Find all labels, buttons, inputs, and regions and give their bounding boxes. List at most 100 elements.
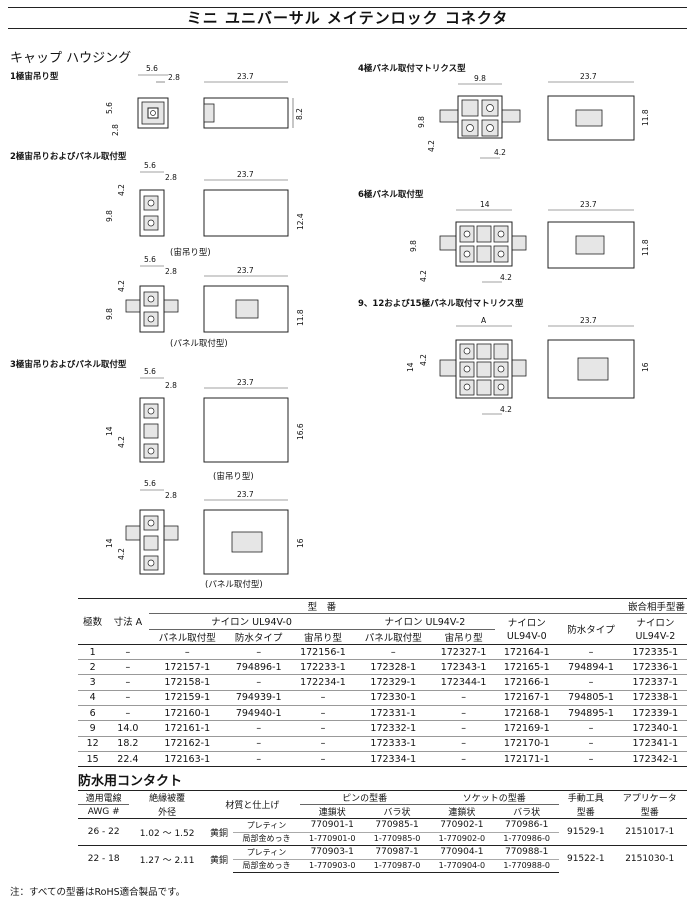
table-cell: – [558,735,624,752]
table-cell: 172159-1 [148,689,226,706]
contact-table: 適用電線 絶縁被覆 材質と仕上げ ピンの型番 ソケットの型番 手動工具 アプリケ… [78,790,687,873]
svg-text:5.6: 5.6 [144,479,156,488]
cell-part-number: 1-770901-0 [299,831,365,846]
th-nylon-b: ナイロン [636,617,675,629]
table-cell: 172328-1 [354,659,433,675]
drawing-3pole-panel-side: 23.7 16 [203,490,305,575]
table-cell: 172168-1 [495,705,559,721]
table-cell: 172333-1 [354,735,433,752]
table-cell: – [432,750,496,768]
th-nylon0: ナイロン UL94V-0 [148,613,355,630]
table-cell: – [432,689,496,706]
cell-awg: 22 - 18 [78,845,130,873]
cell-applicator: 2151030-1 [612,845,687,873]
drawing-6pole-side: 23.7 11.8 [547,200,650,269]
table-cell: 172336-1 [623,659,687,675]
th-pin-chain: 連鎖状 [318,808,346,818]
cell-part-number: 770986-1 [494,818,560,832]
svg-text:4.2: 4.2 [117,280,126,292]
cell-finish: プレティン [233,845,300,859]
svg-text:A: A [481,316,487,325]
svg-text:11.8: 11.8 [641,109,650,126]
table-cell: 172161-1 [148,720,226,737]
svg-text:5.6: 5.6 [144,367,156,376]
cell-part-number: 1-770987-0 [364,858,430,873]
table-cell: 172170-1 [495,735,559,752]
th-ins: 絶縁被覆 [129,790,205,805]
table-cell: – [432,735,496,752]
table-cell: 172156-1 [291,643,355,660]
table-cell: – [291,750,355,768]
table-cell: 172169-1 [495,720,559,737]
svg-text:2.8: 2.8 [165,491,177,500]
cell-part-number: 1-770903-0 [299,858,365,873]
th-tool-katab: 型番 [576,807,595,818]
table-cell: 172339-1 [623,705,687,721]
th-sock-chain: 連鎖状 [448,808,476,818]
svg-text:4.2: 4.2 [500,405,512,414]
svg-text:23.7: 23.7 [237,72,254,81]
svg-text:5.6: 5.6 [144,255,156,264]
svg-text:8.2: 8.2 [295,108,304,120]
cell-part-number: 770902-1 [429,818,495,832]
heading-6-pole: 6極パネル取付型 [358,190,424,200]
drawing-1pole-side: 23.7 8.2 [203,72,304,129]
table-cell: 172327-1 [432,643,496,660]
svg-text:5.6: 5.6 [144,161,156,170]
table-cell: – [558,643,624,660]
table-cell: – [107,705,149,721]
table-cell: 172166-1 [495,674,559,691]
section-heading-cap-housing: キャップ ハウジング [10,51,132,66]
drawing-2pole-panel-side: 23.7 11.8 [203,266,305,333]
table-cell: 172157-1 [148,659,226,675]
svg-text:23.7: 23.7 [237,378,254,387]
drawing-3pole-hang-front: 5.6 2.8 14 4.2 [105,367,177,463]
table-cell: – [148,643,226,660]
table-cell: 2 [78,659,108,675]
drawing-9pole-front: A 14 4.2 4.2 [406,316,527,415]
th-pin-loose: バラ状 [383,808,411,818]
table-cell: 3 [78,674,108,691]
th-panel: パネル取付型 [158,632,216,644]
table-cell: 4 [78,689,108,706]
table-cell: – [354,643,433,660]
cell-part-number: 770903-1 [299,845,365,859]
caption-3-hang: (宙吊り型) [213,472,254,482]
contact-section-title: 防水用コンタクト [78,774,183,789]
table-cell: 172167-1 [495,689,559,706]
th-awg: AWG # [87,806,120,817]
svg-text:2.8: 2.8 [165,173,177,182]
table-cell: – [225,643,292,660]
svg-text:11.8: 11.8 [296,309,305,326]
table-cell: – [558,750,624,768]
table-cell: 12 [78,735,108,752]
cell-part-number: 1-770904-0 [429,858,495,873]
table-cell: 172171-1 [495,750,559,768]
svg-text:4.2: 4.2 [117,436,126,448]
th-mate: 嵌合相手型番 [495,597,687,615]
table-cell: 794894-1 [558,659,624,675]
th-kyokusu: 極数 [78,598,108,645]
table-cell: 172234-1 [291,674,355,691]
svg-text:4.2: 4.2 [494,148,506,157]
th-waterproof-mate: 防水タイプ [567,625,615,637]
table-cell: 6 [78,705,108,721]
table-cell: 794895-1 [558,705,624,721]
table-cell: 18.2 [107,735,149,752]
drawing-2pole-panel-front: 5.6 2.8 4.2 9.8 [105,255,179,333]
table-cell: 794896-1 [225,659,292,675]
th-sunpou: 寸法 A [107,598,149,645]
part-number-table: 極数 寸法 A 型 番 嵌合相手型番 ナイロン UL94V-0 ナイロン UL9… [78,597,687,768]
svg-text:5.6: 5.6 [105,102,114,114]
svg-text:2.8: 2.8 [111,124,120,136]
svg-text:9.8: 9.8 [409,240,418,252]
th-mat: 材質と仕上げ [204,790,300,819]
svg-text:5.6: 5.6 [146,64,158,73]
table-cell: 172164-1 [495,643,559,660]
